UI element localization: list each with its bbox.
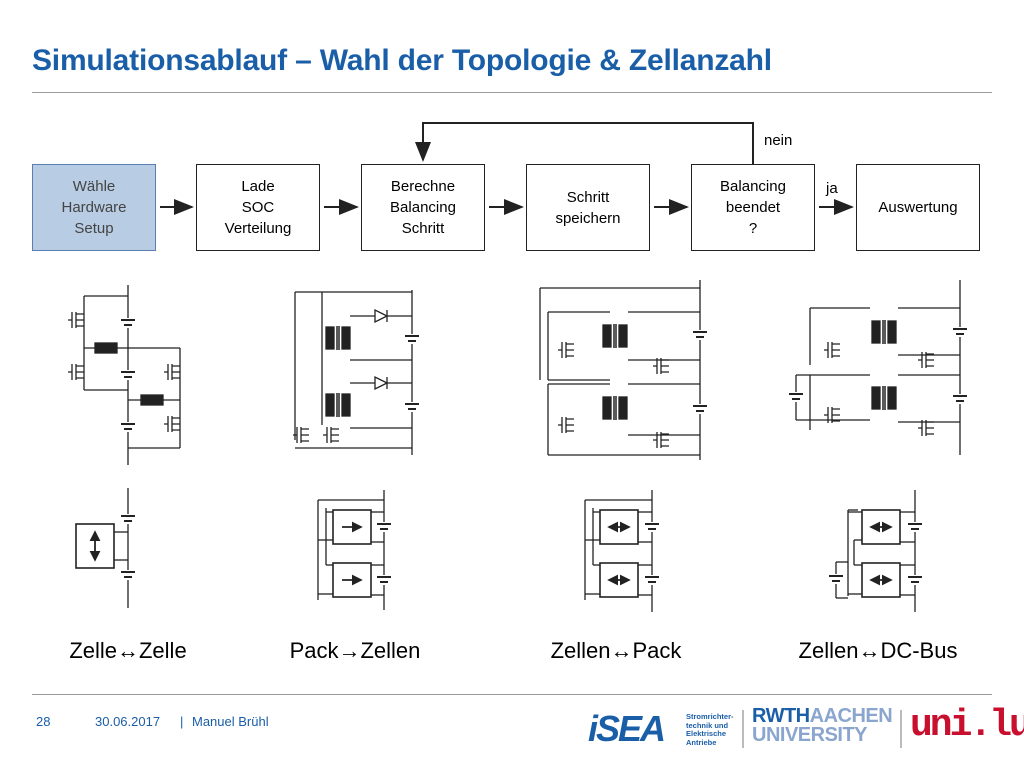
flow-step-save-step: Schritt speichern xyxy=(526,164,650,251)
footer-separator: | xyxy=(180,714,184,729)
footer-date: 30.06.2017 xyxy=(95,714,161,729)
logo-separator-2 xyxy=(900,710,902,748)
isea-logo: iSEA xyxy=(588,708,666,749)
circuit-cells-to-pack xyxy=(539,280,708,460)
slide-title: Simulationsablauf – Wahl der Topologie &… xyxy=(32,44,772,77)
flow-step-load-soc: Lade SOC Verteilung xyxy=(196,164,320,251)
block-cell-to-cell xyxy=(75,488,136,608)
topology-label-cells-to-dc-bus: Zellen↔DC-Bus xyxy=(798,638,958,663)
footer-author: Manuel Brühl xyxy=(192,714,269,729)
flow-step-select-hardware: Wähle Hardware Setup xyxy=(32,164,156,251)
block-cells-to-pack xyxy=(584,490,660,612)
topology-label-cells-to-pack: Zellen↔Pack xyxy=(550,638,682,663)
flow-step-evaluation: Auswertung xyxy=(856,164,980,251)
isea-logo-subtitle: Stromrichter- technik und Elektrische An… xyxy=(686,712,734,747)
rwth-logo-university: UNIVERSITY xyxy=(752,724,868,746)
flow-yes-label: ja xyxy=(826,180,838,197)
page-number: 28 xyxy=(36,714,51,729)
block-pack-to-cells xyxy=(317,490,392,610)
title-divider xyxy=(32,92,992,93)
topology-label-cell-to-cell: Zelle↔Zelle xyxy=(69,638,187,663)
rwth-logo-rwth: RWTH xyxy=(752,705,810,727)
rwth-logo: RWTHAACHEN UNIVERSITY xyxy=(752,705,893,746)
logo-separator xyxy=(742,710,744,748)
flow-step-balancing-done: Balancing beendet ? xyxy=(691,164,815,251)
footer-divider xyxy=(32,694,992,695)
flow-arrows xyxy=(160,122,854,215)
flow-step-compute-balancing: Berechne Balancing Schritt xyxy=(361,164,485,251)
unilu-logo: uni.lu xyxy=(910,704,1024,747)
circuit-cell-to-cell xyxy=(67,285,181,465)
topology-label-pack-to-cells: Pack→Zellen xyxy=(289,638,421,663)
circuit-cells-to-dc-bus xyxy=(788,280,968,455)
rwth-logo-aachen: AACHEN xyxy=(809,705,893,727)
flow-no-label: nein xyxy=(764,132,793,149)
circuit-pack-to-cells xyxy=(292,290,420,455)
block-cells-to-dc-bus xyxy=(828,490,923,612)
